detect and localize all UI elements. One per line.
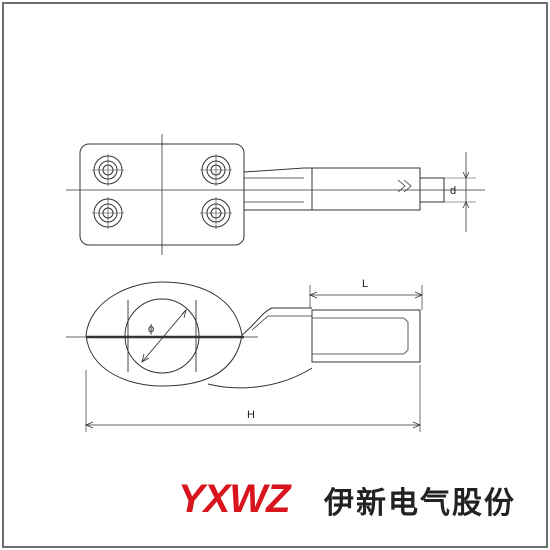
conductor-hole	[124, 298, 200, 374]
company-name: 伊新电气股份	[324, 486, 516, 521]
phi-dimension-line	[141, 309, 187, 363]
barrel	[311, 167, 421, 211]
neck-upper-curve	[241, 307, 312, 336]
neck-lower-curve	[207, 367, 313, 389]
bolt-top-right	[200, 154, 232, 186]
brand-logo-text: YXWZ	[178, 477, 292, 521]
side-barrel	[311, 309, 421, 363]
top-view: d	[66, 134, 485, 255]
L-label: L	[362, 278, 368, 290]
H-label: H	[247, 409, 255, 421]
bolt-bottom-left	[92, 197, 124, 229]
bolt-bottom-right	[200, 197, 232, 229]
bolt-top-left	[92, 154, 124, 186]
stem-neck	[243, 167, 313, 211]
d-label: d	[450, 185, 456, 197]
phi-label: ϕ	[148, 323, 154, 335]
brand-logo: YXWZ	[178, 477, 293, 521]
conductor-end	[419, 177, 445, 203]
clamp-body	[85, 281, 243, 387]
side-view: ϕ L H	[66, 278, 424, 432]
